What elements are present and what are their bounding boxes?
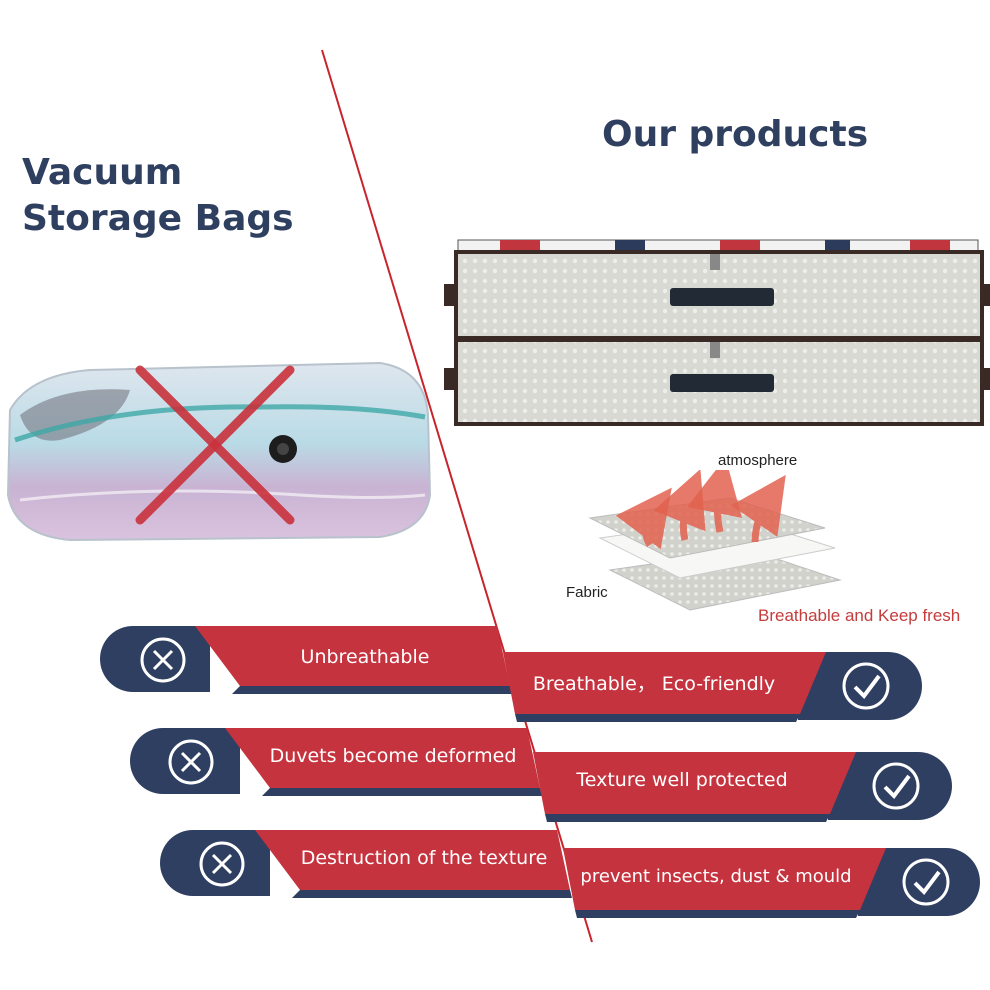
con-text-2: Duvets become deformed [270,745,517,767]
vacuum-bags-title: Vacuum Storage Bags [22,150,294,242]
pro-text-3: prevent insects, dust & mould [580,866,851,887]
title-line-1: Vacuum [22,152,183,193]
pro-row-1: Breathable， Eco-friendly [503,652,922,722]
check-circle-icon [842,662,890,710]
breathable-caption: Breathable and Keep fresh [758,606,961,625]
check-circle-icon [872,762,920,810]
con-row-2: Duvets become deformed [130,728,542,796]
our-products-title: Our products [602,114,869,155]
fabric-layers-diagram [588,470,842,611]
check-circle-icon [902,858,950,906]
pro-text-1: Breathable， Eco-friendly [533,673,775,695]
x-circle-icon [168,739,214,785]
x-circle-icon [140,637,186,683]
pro-text-2: Texture well protected [575,769,787,791]
fabric-label: Fabric [566,584,608,601]
atmosphere-label: atmosphere [718,452,798,469]
x-circle-icon [199,841,245,887]
con-row-1: Unbreathable [100,626,512,694]
pro-row-3: prevent insects, dust & mould [563,848,980,918]
vacuum-bag-image [6,361,432,542]
pro-row-2: Texture well protected [533,752,952,822]
title-line-2: Storage Bags [22,198,294,239]
storage-box-image [444,239,990,426]
con-text-1: Unbreathable [301,646,430,668]
con-text-3: Destruction of the texture [301,847,548,869]
con-row-3: Destruction of the texture [160,830,572,898]
